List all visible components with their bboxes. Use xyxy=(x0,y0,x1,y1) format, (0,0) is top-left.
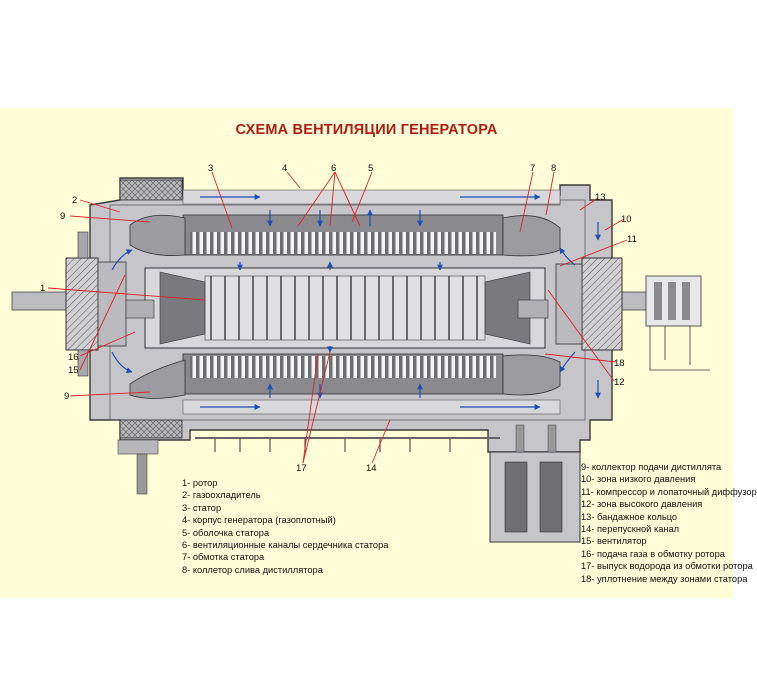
stator-winding xyxy=(129,214,561,399)
legend-item-3: 3- статор xyxy=(182,502,222,513)
gas-flow-arrows xyxy=(111,194,601,410)
rotor xyxy=(125,267,549,349)
callout-labels: 1 2 3 4 5 6 7 8 9 9 10 11 12 13 14 15 16… xyxy=(40,163,637,474)
callout-3: 3 xyxy=(208,163,213,174)
legend-item-5: 5- оболочка статора xyxy=(182,527,270,538)
legend-item-18: 18- уплотнение между зонами статора xyxy=(581,573,748,584)
legend-item-8: 8- коллетор слива дистиллятора xyxy=(182,564,323,575)
rotor-shaft xyxy=(11,291,651,311)
legend-right: 9- коллектор подачи дистиллята 10- зона … xyxy=(581,461,757,585)
legend-item-11: 11- компрессор и лопаточный диффузор xyxy=(581,486,757,497)
legend-item-4: 4- корпус генератора (газоплотный) xyxy=(182,515,336,526)
legend-item-2: 2- газоохладитель xyxy=(182,490,261,501)
legend-item-6: 6- вентиляционные каналы сердечника стат… xyxy=(182,540,389,551)
callout-5: 5 xyxy=(368,163,373,174)
callout-1: 1 xyxy=(40,283,45,294)
callout-11: 11 xyxy=(627,234,637,245)
bearing-housing-left xyxy=(65,231,127,377)
generator-ventilation-diagram: 1 2 3 4 5 6 7 8 9 9 10 11 12 13 14 15 16… xyxy=(11,163,710,543)
stator-core xyxy=(182,214,504,395)
output-terminal-box xyxy=(489,424,581,543)
callout-7: 7 xyxy=(530,163,535,174)
callout-4: 4 xyxy=(282,163,287,174)
callout-14: 14 xyxy=(366,463,377,474)
callout-10: 10 xyxy=(621,214,632,225)
callout-16: 16 xyxy=(68,352,79,363)
diagram-title: СХЕМА ВЕНТИЛЯЦИИ ГЕНЕРАТОРА xyxy=(235,122,498,138)
callout-8: 8 xyxy=(551,163,556,174)
legend-item-16: 16- подача газа в обмотку ротора xyxy=(581,548,725,559)
callout-17: 17 xyxy=(296,463,307,474)
legend-item-15: 15- вентилятор xyxy=(581,536,647,547)
legend-item-17: 17- выпуск водорода из обмотки ротора xyxy=(581,561,753,572)
callout-6: 6 xyxy=(331,163,336,174)
callout-2: 2 xyxy=(72,195,77,206)
excitation-unit xyxy=(645,275,710,371)
leader-lines xyxy=(47,171,628,464)
callout-13: 13 xyxy=(595,192,606,203)
callout-18: 18 xyxy=(614,358,625,369)
legend-left: 1- ротор 2- газоохладитель 3- статор 4- … xyxy=(182,477,388,576)
legend-item-7: 7- обмотка статора xyxy=(182,552,265,563)
gas-cooler xyxy=(119,179,183,439)
callout-9-bottom: 9 xyxy=(64,391,69,402)
callout-12: 12 xyxy=(614,377,625,388)
legend-item-12: 12- зона высокого давления xyxy=(581,499,703,510)
callout-9-top: 9 xyxy=(60,211,65,222)
legend-item-13: 13- бандажное кольцо xyxy=(581,511,678,522)
legend-item-10: 10- зона низкого давления xyxy=(581,474,696,485)
bearing-housing-right xyxy=(555,257,623,351)
callout-15: 15 xyxy=(68,365,79,376)
legend-item-9: 9- коллектор подачи дистиллята xyxy=(581,462,722,472)
legend-item-1: 1- ротор xyxy=(182,478,218,488)
legend-item-14: 14- перепускной канал xyxy=(581,524,680,535)
